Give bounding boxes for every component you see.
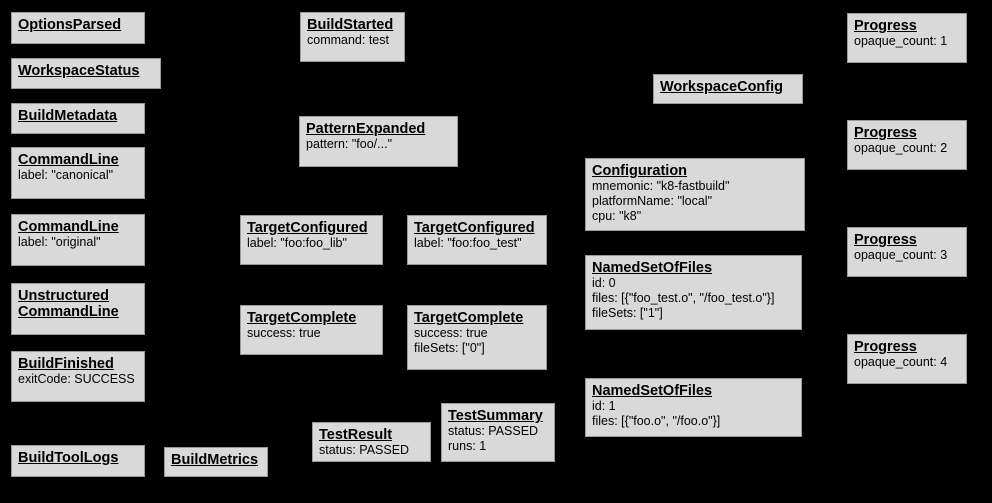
node-field: success: true — [414, 326, 488, 340]
node-field: exitCode: SUCCESS — [18, 372, 135, 386]
node-title: BuildToolLogs — [18, 450, 119, 466]
node-title: CommandLine — [18, 219, 119, 235]
node-field: id: 1 — [592, 399, 616, 413]
node-title: TargetConfigured — [247, 220, 368, 236]
node-unstructured-command-line[interactable]: Unstructured CommandLine — [11, 283, 145, 335]
node-field: files: [{"foo.o", "/foo.o"}] — [592, 414, 721, 428]
node-field: opaque_count: 3 — [854, 248, 948, 262]
node-title: BuildMetadata — [18, 108, 118, 124]
node-field: label: "canonical" — [18, 168, 114, 182]
node-field: runs: 1 — [448, 439, 487, 453]
node-field: label: "original" — [18, 235, 101, 249]
node-workspace-config[interactable]: WorkspaceConfig — [653, 74, 803, 104]
node-title: TargetComplete — [414, 310, 524, 326]
node-title: Unstructured CommandLine — [18, 288, 119, 320]
node-title: OptionsParsed — [18, 17, 122, 33]
node-field: label: "foo:foo_lib" — [247, 236, 347, 250]
node-title: WorkspaceConfig — [660, 79, 784, 95]
node-build-tool-logs[interactable]: BuildToolLogs — [11, 445, 145, 477]
node-field: command: test — [307, 33, 389, 47]
node-field: id: 0 — [592, 276, 616, 290]
node-options-parsed[interactable]: OptionsParsed — [11, 12, 145, 44]
node-field: files: [{"foo_test.o", "/foo_test.o"}] — [592, 291, 775, 305]
node-title: BuildMetrics — [171, 452, 259, 468]
node-title: TargetConfigured — [414, 220, 535, 236]
node-field: status: PASSED — [448, 424, 539, 438]
node-title: Progress — [854, 18, 917, 34]
node-title: CommandLine — [18, 152, 119, 168]
node-title: Progress — [854, 125, 917, 141]
node-field: mnemonic: "k8-fastbuild" — [592, 179, 730, 193]
node-field: label: "foo:foo_test" — [414, 236, 522, 250]
node-title: Configuration — [592, 163, 688, 179]
node-field: fileSets: ["1"] — [592, 306, 663, 320]
node-field: cpu: "k8" — [592, 209, 642, 223]
node-title: NamedSetOfFiles — [592, 383, 713, 399]
node-title: WorkspaceStatus — [18, 63, 140, 79]
node-build-metrics[interactable]: BuildMetrics — [164, 447, 268, 477]
node-title: PatternExpanded — [306, 121, 426, 137]
node-field: opaque_count: 4 — [854, 355, 948, 369]
node-title: TestSummary — [448, 408, 543, 424]
node-title: BuildStarted — [307, 17, 394, 33]
node-field: fileSets: ["0"] — [414, 341, 485, 355]
node-field: status: PASSED — [319, 443, 410, 457]
node-field: success: true — [247, 326, 321, 340]
node-field: platformName: "local" — [592, 194, 713, 208]
node-title: TestResult — [319, 427, 393, 443]
node-title: Progress — [854, 232, 917, 248]
node-build-metadata[interactable]: BuildMetadata — [11, 103, 145, 134]
node-title: BuildFinished — [18, 356, 114, 372]
node-workspace-status[interactable]: WorkspaceStatus — [11, 58, 161, 89]
node-title: TargetComplete — [247, 310, 357, 326]
node-title: Progress — [854, 339, 917, 355]
node-field: opaque_count: 2 — [854, 141, 948, 155]
node-field: opaque_count: 1 — [854, 34, 948, 48]
node-title: NamedSetOfFiles — [592, 260, 713, 276]
node-field: pattern: "foo/..." — [306, 137, 393, 151]
